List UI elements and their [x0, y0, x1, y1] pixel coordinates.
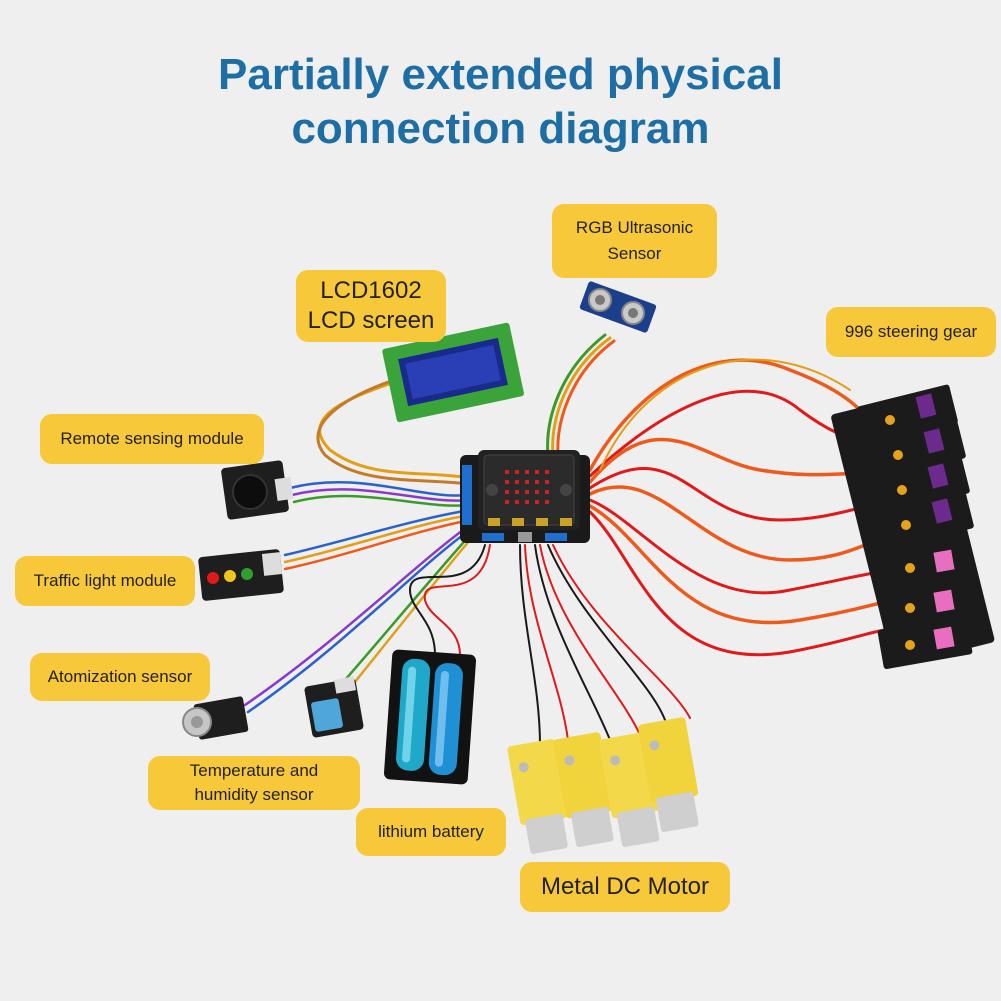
servo-icon: [831, 384, 995, 670]
dht-sensor-icon: [304, 676, 364, 738]
title-line-2: connection diagram: [291, 104, 710, 153]
label-atomization-text: Atomization sensor: [47, 667, 193, 686]
label-rgb-ultrasonic-line-2: Sensor: [607, 244, 662, 263]
label-lcd-line-2: LCD screen: [307, 307, 435, 334]
lcd-module-icon: [382, 322, 524, 423]
label-steering-gear-text: 996 steering gear: [844, 322, 978, 341]
page-title: Partially extended physical connection d…: [0, 48, 1001, 156]
label-lcd-line-1: LCD1602: [320, 277, 422, 304]
label-temp-humidity: Temperature and humidity sensor: [148, 756, 360, 810]
dc-motor-icon: [507, 717, 699, 854]
label-remote-sensing: Remote sensing module: [40, 414, 264, 464]
label-atomization: Atomization sensor: [30, 653, 210, 701]
title-line-1: Partially extended physical: [218, 50, 783, 99]
label-dc-motor: Metal DC Motor: [520, 862, 730, 912]
label-traffic-light-text: Traffic light module: [33, 571, 177, 590]
label-steering-gear: 996 steering gear: [826, 307, 996, 357]
label-remote-sensing-text: Remote sensing module: [60, 429, 244, 448]
label-temp-humidity-line-2: humidity sensor: [194, 785, 314, 804]
atomization-sensor-icon: [182, 696, 249, 740]
label-temp-humidity-line-1: Temperature and: [189, 761, 319, 780]
label-rgb-ultrasonic-line-1: RGB Ultrasonic: [575, 218, 694, 237]
battery-holder-icon: [383, 649, 477, 785]
label-lcd: LCD1602 LCD screen: [296, 270, 446, 342]
label-lithium-battery-text: lithium battery: [378, 822, 484, 841]
label-traffic-light: Traffic light module: [15, 556, 195, 606]
traffic-light-icon: [198, 549, 284, 601]
label-rgb-ultrasonic: RGB Ultrasonic Sensor: [552, 204, 717, 278]
label-lithium-battery: lithium battery: [356, 808, 506, 856]
microbit-board-icon: [460, 450, 590, 543]
ultrasonic-sensor-icon: [579, 281, 657, 333]
label-dc-motor-text: Metal DC Motor: [540, 873, 710, 900]
wires: [243, 333, 887, 746]
joystick-module-icon: [221, 460, 294, 520]
